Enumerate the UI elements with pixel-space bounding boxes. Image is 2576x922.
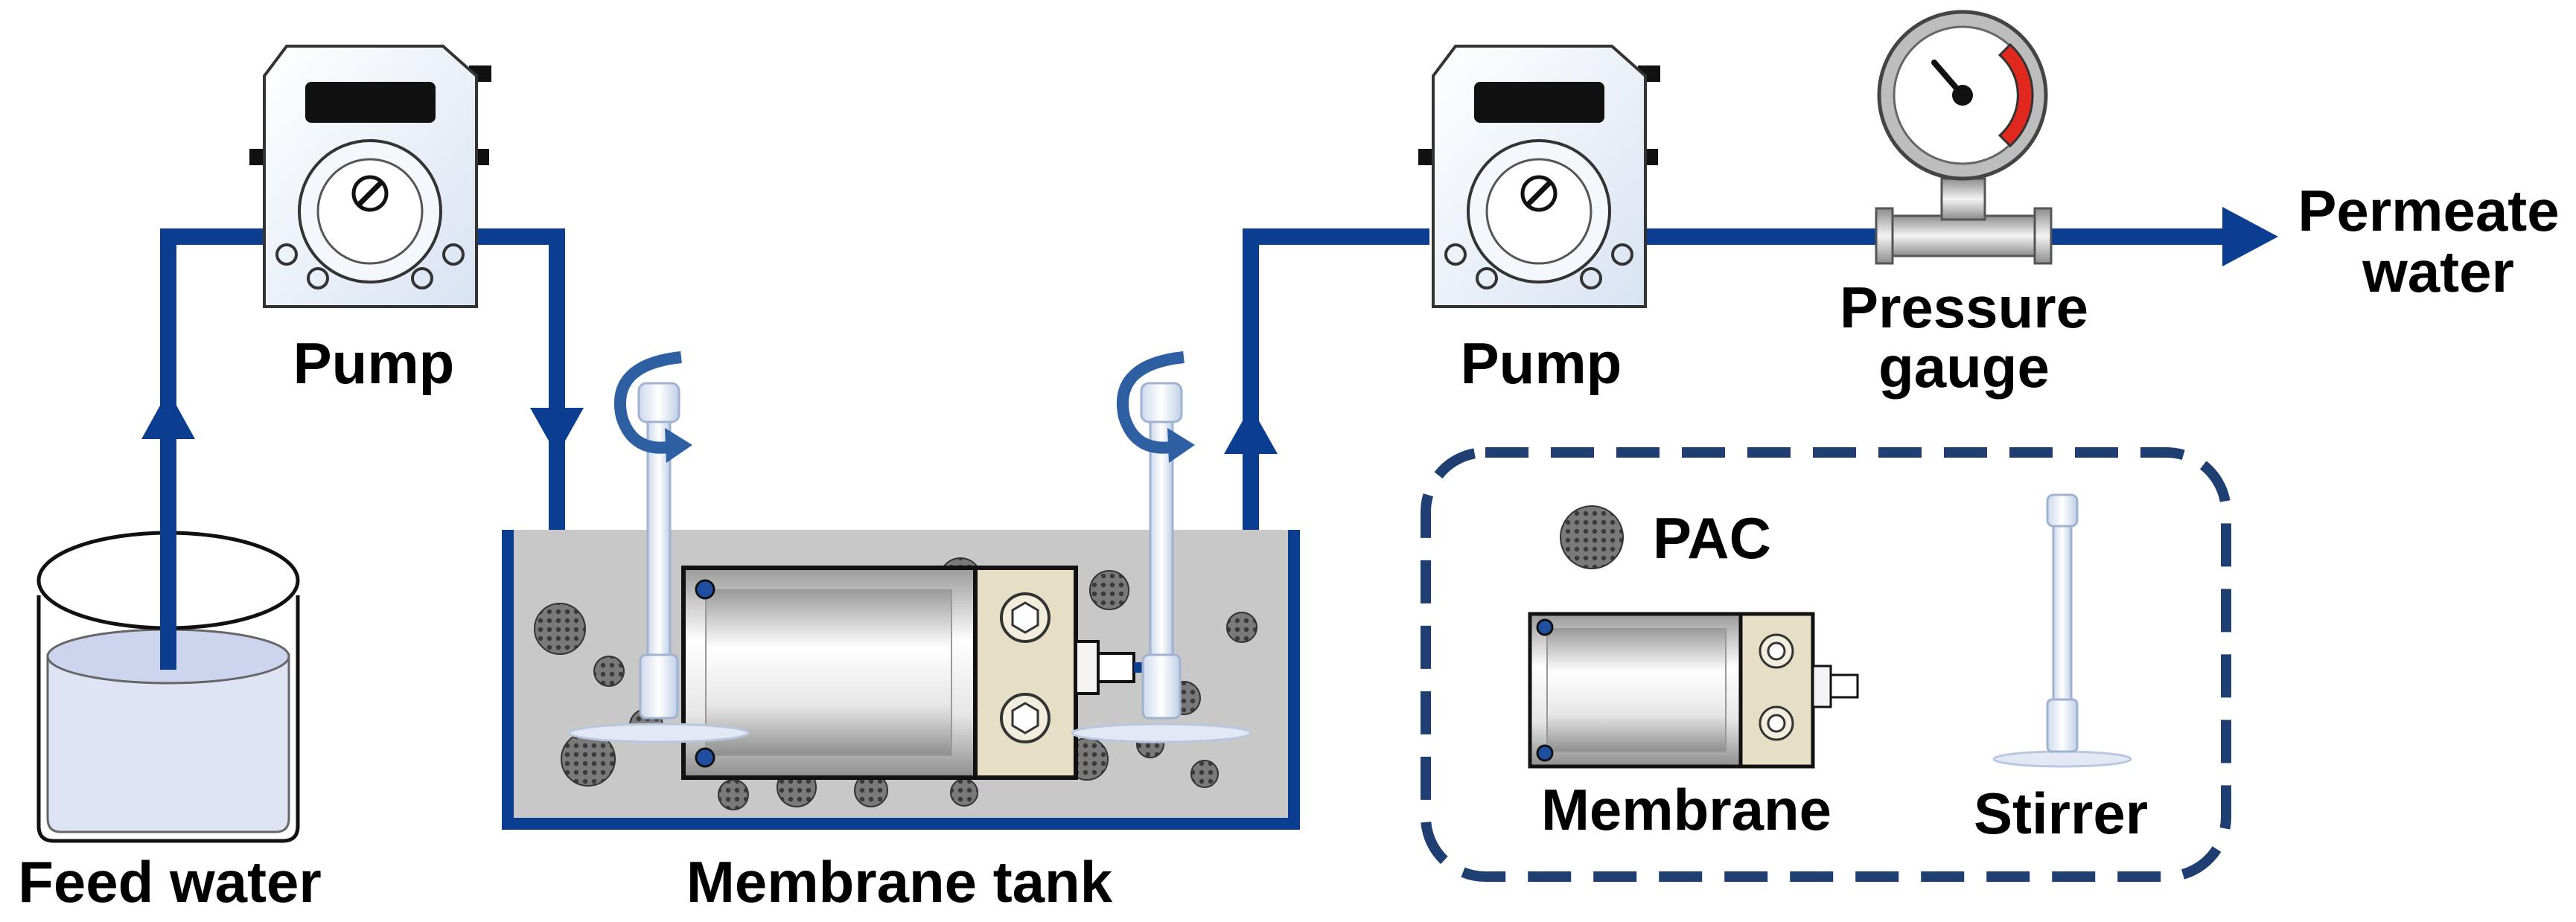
membrane-tank-label: Membrane tank xyxy=(686,849,1113,915)
legend-stirrer-symbol xyxy=(1992,493,2132,768)
suction-arrow-up xyxy=(1224,406,1278,454)
legend-box xyxy=(1421,447,2231,882)
pump-left-label: Pump xyxy=(293,330,455,396)
pac-particle xyxy=(534,603,586,655)
feed-water-label: Feed water xyxy=(18,849,321,915)
permeate-water-label-line2: water xyxy=(2362,239,2514,304)
legend-membrane-label: Membrane xyxy=(1541,777,1831,842)
permeate-water-label-line1: Permeate xyxy=(2298,178,2559,243)
pressure-gauge xyxy=(1875,10,2053,265)
pac-particle xyxy=(950,778,978,807)
membrane-module-tank xyxy=(681,566,1135,780)
pressure-gauge-label-line2: gauge xyxy=(1878,334,2050,400)
legend-pac-label: PAC xyxy=(1653,505,1771,571)
pac-particle xyxy=(1190,760,1219,788)
pac-particle xyxy=(718,779,749,810)
feed-pipe xyxy=(160,228,565,670)
legend-pac-symbol xyxy=(1560,505,1624,569)
inlet-arrow-down xyxy=(530,408,584,455)
stirrer-right xyxy=(1071,351,1252,743)
pac-particle xyxy=(1226,612,1257,643)
pump-left xyxy=(249,45,491,308)
pressure-gauge-label-line1: Pressure xyxy=(1840,275,2088,340)
legend-stirrer-label: Stirrer xyxy=(1974,781,2148,846)
pump-right xyxy=(1418,45,1660,308)
pump-right-label: Pump xyxy=(1461,330,1622,396)
pac-particle xyxy=(593,656,625,687)
stirrer-left xyxy=(568,351,750,743)
legend-membrane-symbol xyxy=(1528,612,1859,769)
permeate-arrow-right xyxy=(2222,207,2278,266)
feed-arrow-up xyxy=(141,391,195,439)
pac-particle xyxy=(1089,570,1129,610)
